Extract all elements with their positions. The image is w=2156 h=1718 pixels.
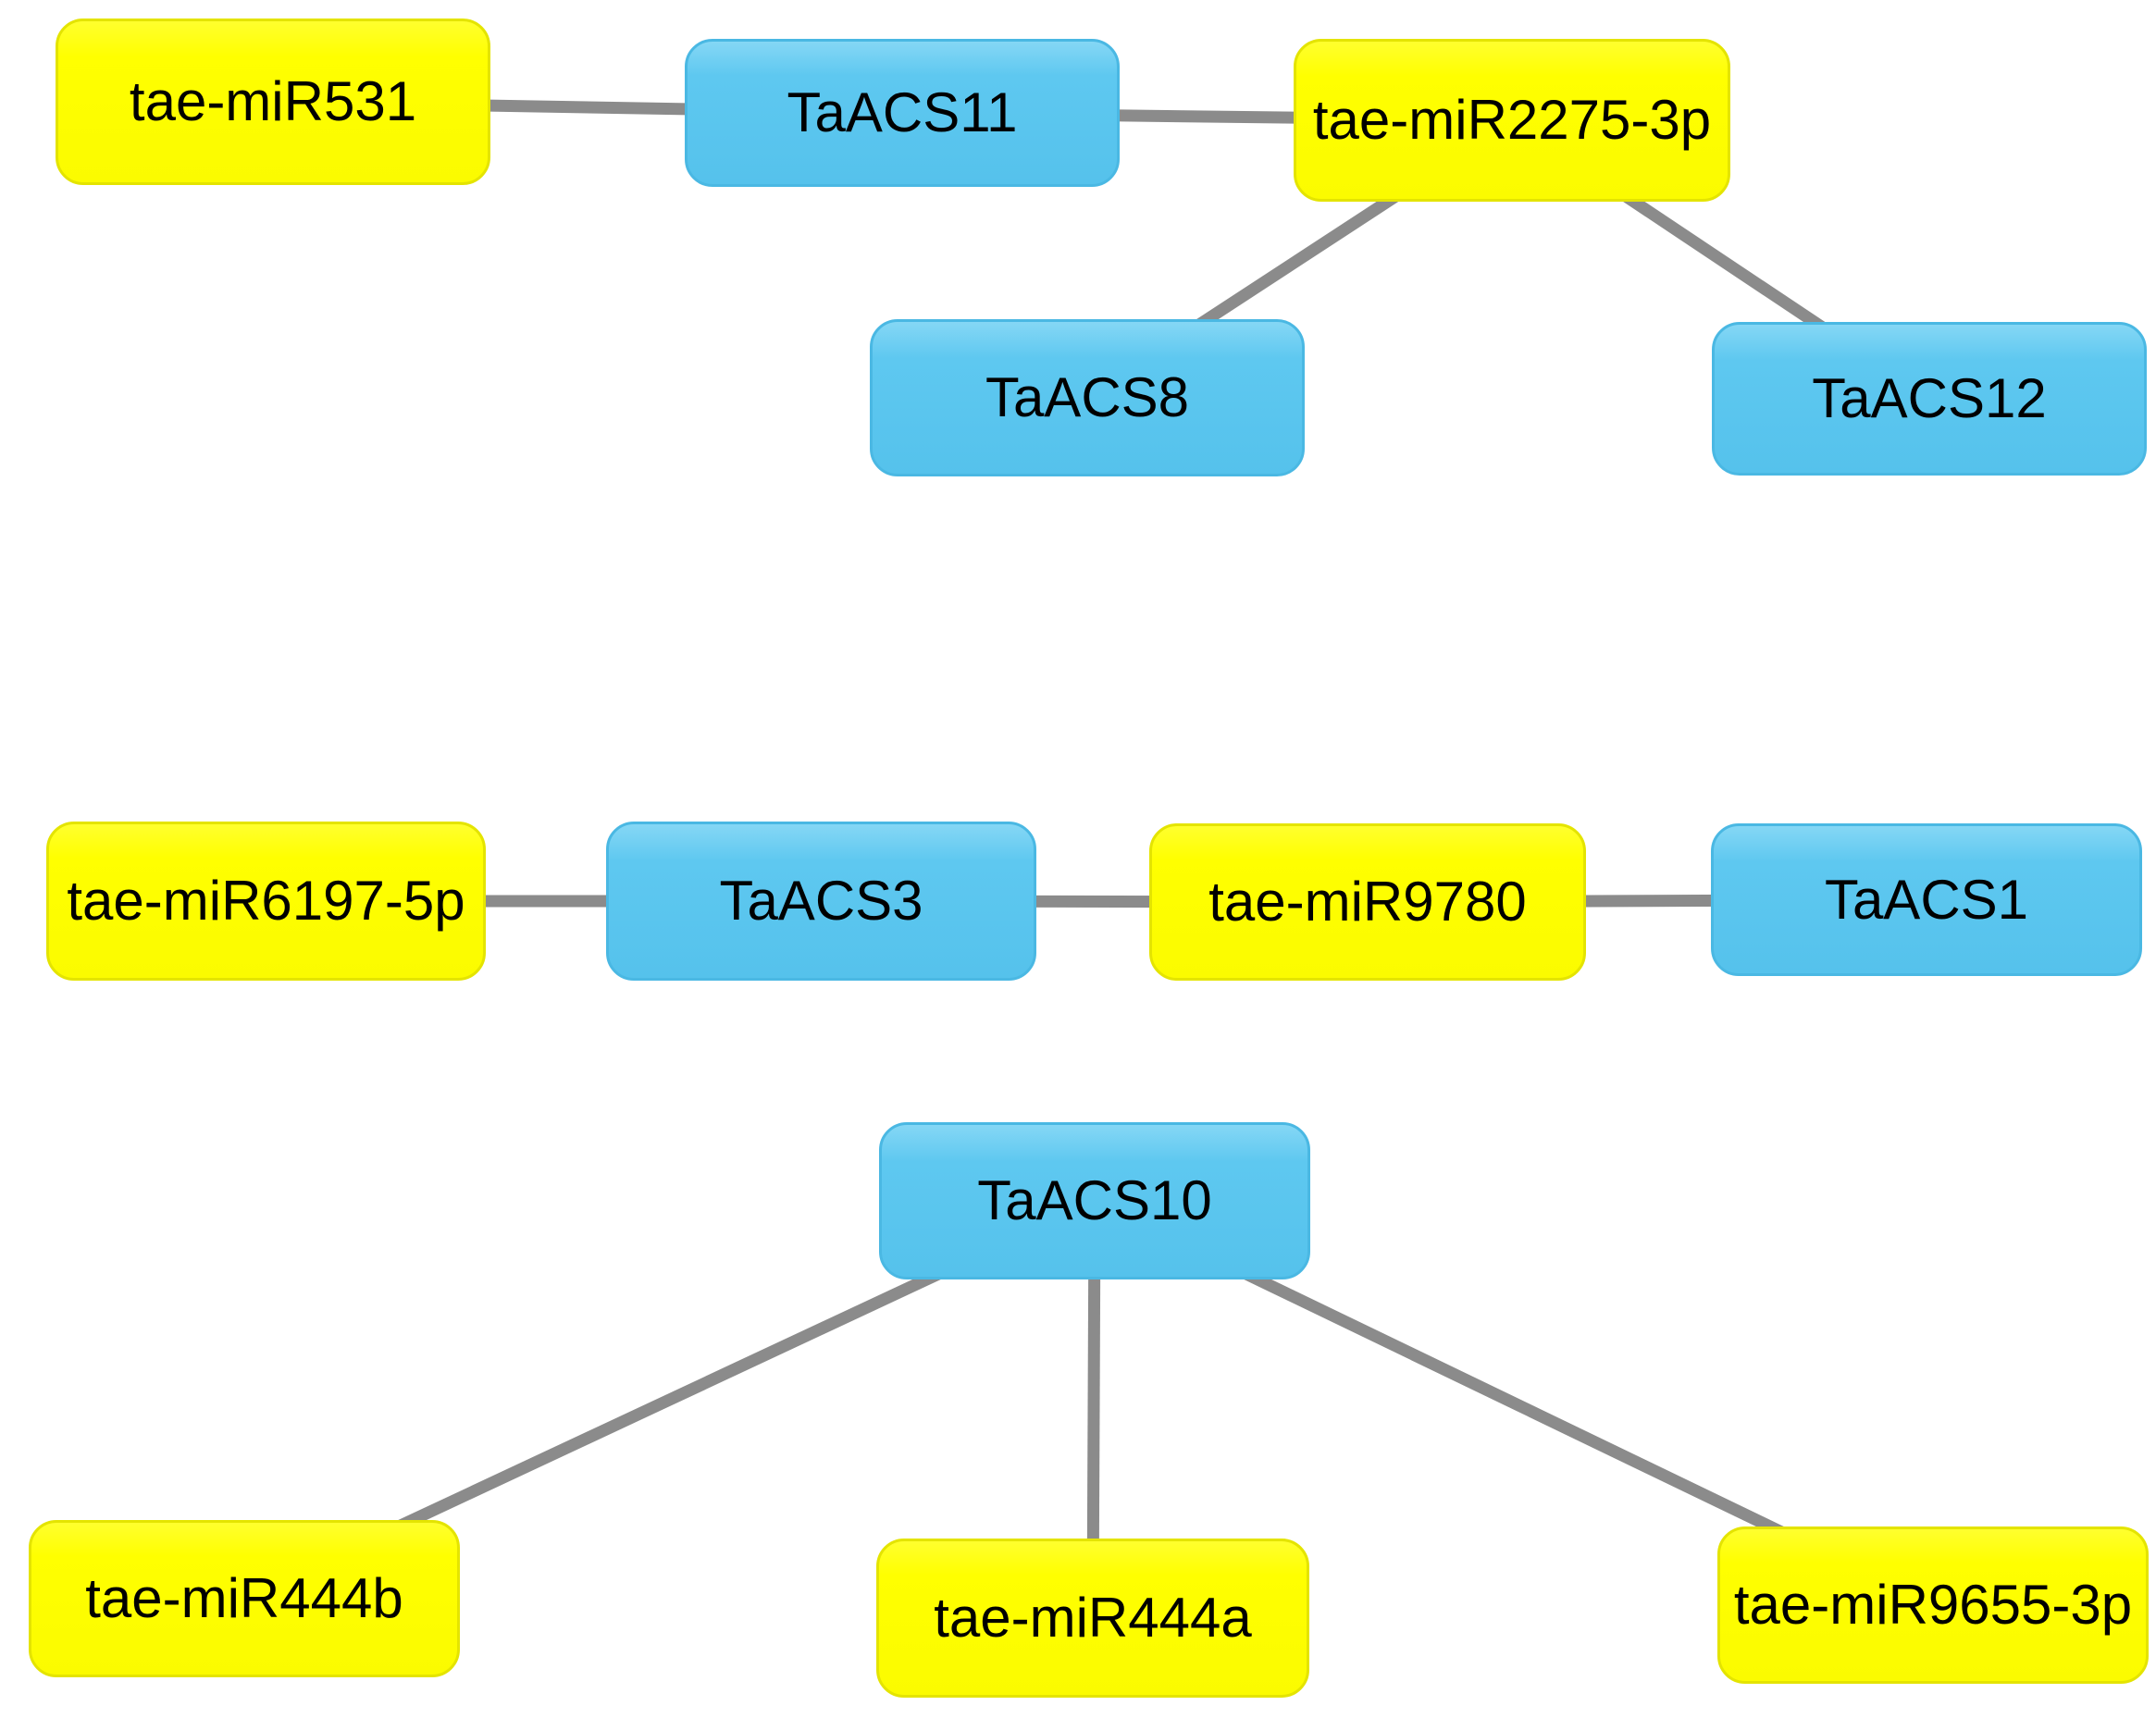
node-TaACS8: TaACS8 bbox=[870, 319, 1305, 476]
node-label: tae-miR9780 bbox=[1208, 871, 1527, 933]
node-TaACS10: TaACS10 bbox=[879, 1122, 1310, 1279]
node-label: tae-miR444b bbox=[85, 1567, 403, 1629]
node-label: TaACS8 bbox=[985, 366, 1190, 428]
node-label: TaACS3 bbox=[719, 870, 923, 932]
node-label: tae-miR2275-3p bbox=[1312, 89, 1712, 151]
node-TaACS1: TaACS1 bbox=[1711, 823, 2142, 976]
node-tae-miR9655-3p: tae-miR9655-3p bbox=[1717, 1526, 2149, 1684]
node-label: tae-miR531 bbox=[129, 70, 417, 132]
node-tae-miR531: tae-miR531 bbox=[56, 19, 490, 185]
node-TaACS3: TaACS3 bbox=[606, 822, 1036, 981]
node-label: TaACS11 bbox=[787, 81, 1018, 143]
node-label: TaACS10 bbox=[977, 1169, 1212, 1231]
node-TaACS12: TaACS12 bbox=[1712, 322, 2147, 476]
node-label: TaACS12 bbox=[1812, 367, 2047, 429]
node-label: tae-miR9655-3p bbox=[1733, 1574, 2133, 1636]
node-tae-miR444b: tae-miR444b bbox=[29, 1520, 460, 1677]
node-tae-miR9780: tae-miR9780 bbox=[1149, 823, 1586, 981]
node-tae-miR2275-3p: tae-miR2275-3p bbox=[1294, 39, 1730, 202]
node-label: tae-miR444a bbox=[934, 1587, 1252, 1649]
node-TaACS11: TaACS11 bbox=[685, 39, 1120, 187]
node-tae-miR6197-5p: tae-miR6197-5p bbox=[46, 822, 486, 981]
node-tae-miR444a: tae-miR444a bbox=[876, 1539, 1309, 1698]
node-label: TaACS1 bbox=[1824, 868, 2029, 931]
node-label: tae-miR6197-5p bbox=[67, 870, 465, 932]
